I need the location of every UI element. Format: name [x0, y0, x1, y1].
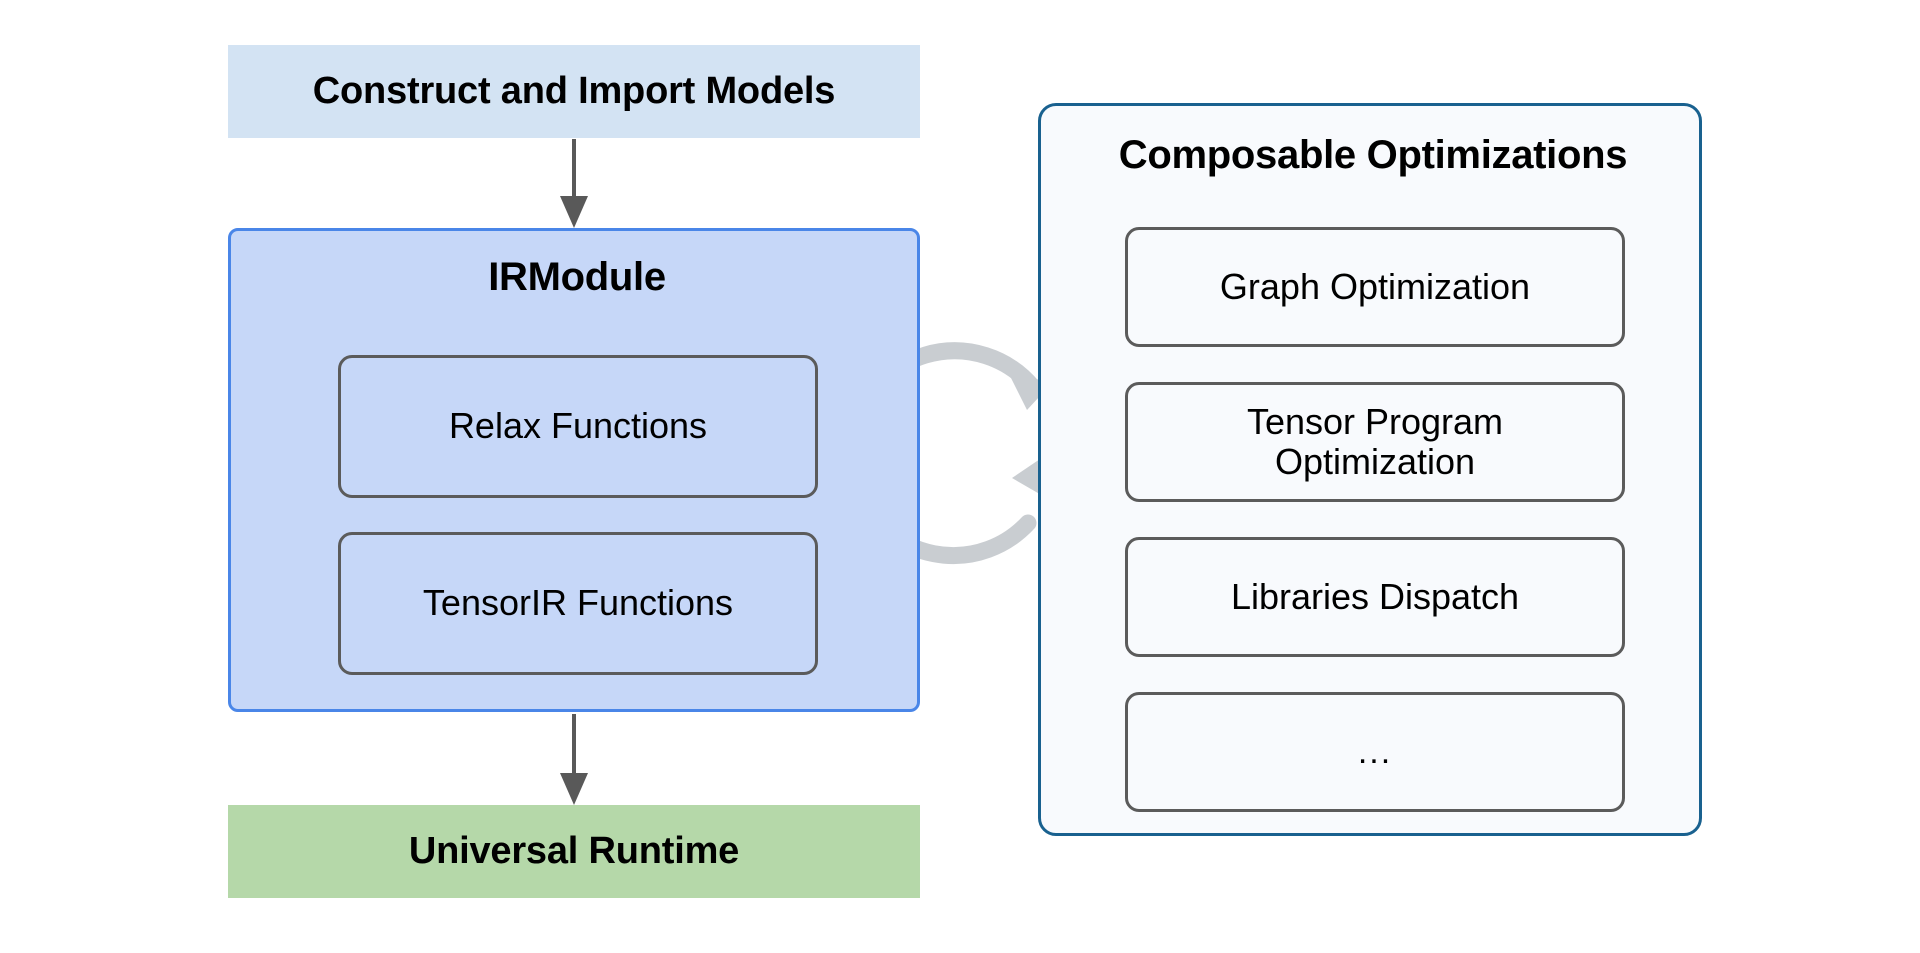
irmodule-container: IRModule Relax Functions TensorIR Functi… [228, 228, 920, 712]
libraries-dispatch-box: Libraries Dispatch [1125, 537, 1625, 657]
graph-optimization-box: Graph Optimization [1125, 227, 1625, 347]
composable-optimizations-title: Composable Optimizations [1118, 132, 1628, 177]
composable-optimizations-panel: Composable Optimizations Graph Optimizat… [1038, 103, 1702, 836]
universal-runtime-banner: Universal Runtime [228, 805, 920, 898]
irmodule-title: IRModule [488, 254, 666, 299]
arrow-import-to-irmodule-icon [560, 139, 588, 228]
more-optimizations-ellipsis-box: ... [1125, 692, 1625, 812]
tensor-program-optimization-box: Tensor Program Optimization [1125, 382, 1625, 502]
construct-and-import-models-banner: Construct and Import Models [228, 45, 920, 138]
tensorir-functions-box: TensorIR Functions [338, 532, 818, 675]
relax-functions-box: Relax Functions [338, 355, 818, 498]
arrow-irmodule-to-runtime-icon [560, 714, 588, 805]
